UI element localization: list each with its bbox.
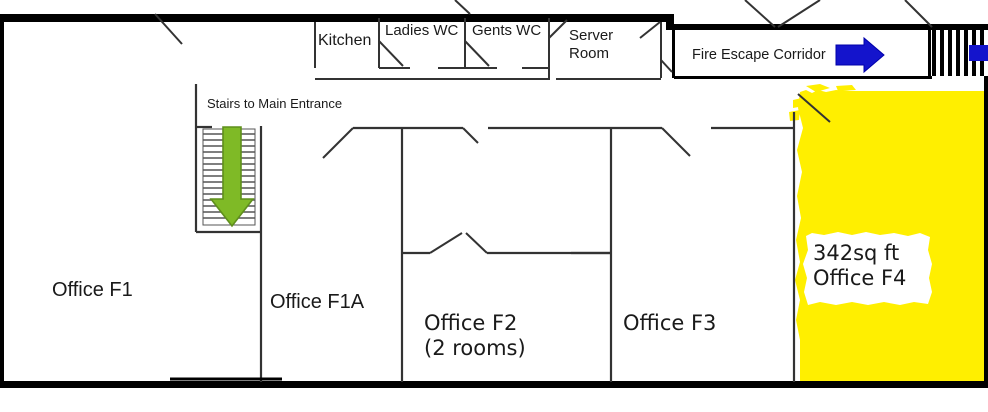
door-corridor-swing-1 [744,0,776,28]
fire-escape-stair-arrow [969,45,988,61]
door-f1a [322,127,354,159]
door-corridor-swing-2 [777,0,821,28]
fire-escape-direction-arrow [835,36,885,74]
wall-right [984,24,988,388]
wall-bottom [0,381,988,388]
door-swings-offices [322,93,831,254]
office-f4-highlight [789,84,988,385]
door-corridor-swing-3 [904,0,933,28]
blue-right-arrow-icon [835,36,885,74]
door-server [548,19,568,39]
fire-escape-stairs-hatch [928,30,988,76]
door-gents [464,40,490,67]
corridor-wall-bottom [674,76,932,79]
wall-top-left [0,14,672,22]
door-f2-internal-right [465,232,488,254]
door-top-left [154,13,183,45]
wall-top-step [666,14,674,30]
corridor-walls [672,30,932,79]
door-server-2 [639,21,661,39]
corridor-wall-left [672,30,675,78]
wall-server-chamfer [660,59,673,73]
stairs-direction-arrow [209,126,255,228]
service-rooms-partitions [314,18,673,80]
wall-top-right [670,24,988,30]
door-swings-service [154,0,933,67]
wall-left [0,14,4,388]
door-ladies [378,40,404,67]
office-partitions [170,84,796,382]
door-f4 [797,93,831,123]
door-f2-top [462,127,479,144]
door-top-outer-1 [454,0,471,15]
door-f2-internal-left [429,232,463,254]
door-f3 [661,127,691,157]
green-down-arrow-icon [209,126,255,228]
f4-label-patch [803,232,932,305]
exterior-walls [0,14,988,388]
